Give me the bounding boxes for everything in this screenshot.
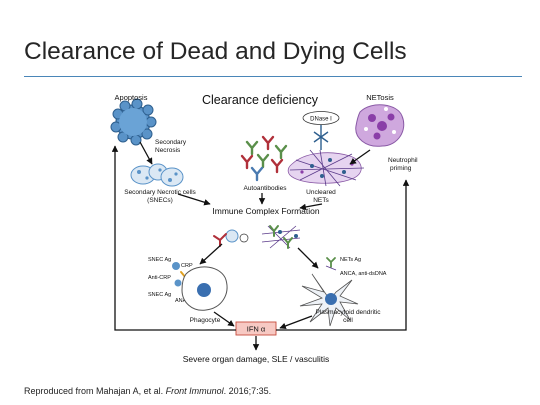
citation-prefix: Reproduced from Mahajan A, et al. [24,386,166,396]
dnase-badge: DNase I [302,111,340,125]
anti-crp-label: Anti-CRP [148,275,171,281]
neutrophil-priming-label-line2: priming [390,165,412,172]
citation-suffix: . 2016;7:35. [223,386,272,396]
snec-ag-label-top: SNEC Ag [148,257,171,263]
dnase-label: DNase I [310,117,332,123]
diagram-title: Clearance deficiency [202,93,319,107]
neutrophil-cell-icon [355,104,405,147]
snecs-label-line2: (SNECs) [147,197,173,204]
autoantibodies-icon [240,135,288,182]
autoantibodies-label: Autoantibodies [243,185,287,192]
inhibit-mark-icon [313,125,329,150]
phagocyte-label: Phagocyte [190,317,221,324]
immune-complex-label: Immune Complex Formation [212,206,320,216]
flow-arrows [111,141,410,351]
secondary-necrosis-label-line2: Necrosis [155,147,181,154]
netosis-label: NETosis [366,93,394,102]
uncleared-label-line1: Uncleared [306,189,336,196]
ana-label: ANA [175,298,187,304]
uncleared-nets-icon [287,149,365,187]
snec-ag-label-bottom: SNEC Ag [148,292,171,298]
ifn-alpha-label: IFN α [247,325,266,334]
crp-label: CRP [181,263,193,269]
pdc-label-line1: Plasmacytoid dendritic [315,309,381,316]
title-divider [24,76,522,77]
uncleared-label-line2: NETs [313,197,329,204]
phagocyte-cell-icon [181,266,228,311]
secondary-necrosis-label-line1: Secondary [155,139,187,146]
snecs-label-line1: Secondary Necrotic cells [124,189,196,196]
ifn-alpha-box [235,321,277,336]
nets-ag-label: NETs Ag [340,257,361,263]
snec-cells-icon [130,163,184,187]
net-immune-complex-icon [261,225,301,249]
snec-immune-complex-icon [213,229,249,247]
citation: Reproduced from Mahajan A, et al. Front … [24,386,271,396]
apoptotic-cell-icon [110,98,157,146]
outcome-label: Severe organ damage, SLE / vasculitis [183,354,329,364]
pdc-label-line2: cell [343,317,353,324]
nets-ag-complex-icon [325,257,337,271]
apoptosis-label: Apoptosis [115,93,148,102]
citation-journal: Front Immunol [165,386,224,396]
slide-title: Clearance of Dead and Dying Cells [24,38,407,65]
neutrophil-priming-label-line1: Neutrophil [388,157,418,164]
anca-label: ANCA, anti-dsDNA [340,271,387,277]
dendritic-cell-icon [299,273,359,327]
